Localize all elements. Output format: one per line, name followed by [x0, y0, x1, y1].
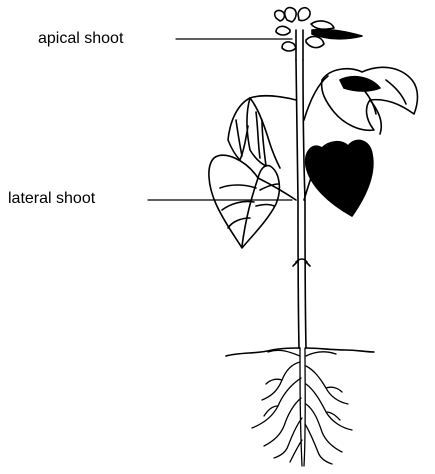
apical-shoot-label: apical shoot [38, 30, 123, 48]
apical-bud [275, 8, 362, 60]
roots [252, 348, 352, 466]
drooping-leaf [228, 96, 296, 168]
dark-leaf [304, 140, 373, 216]
lateral-shoot-label: lateral shoot [8, 190, 95, 208]
main-stem [293, 60, 310, 348]
upper-right-leaf [304, 67, 418, 134]
left-heart-leaf [209, 155, 296, 248]
